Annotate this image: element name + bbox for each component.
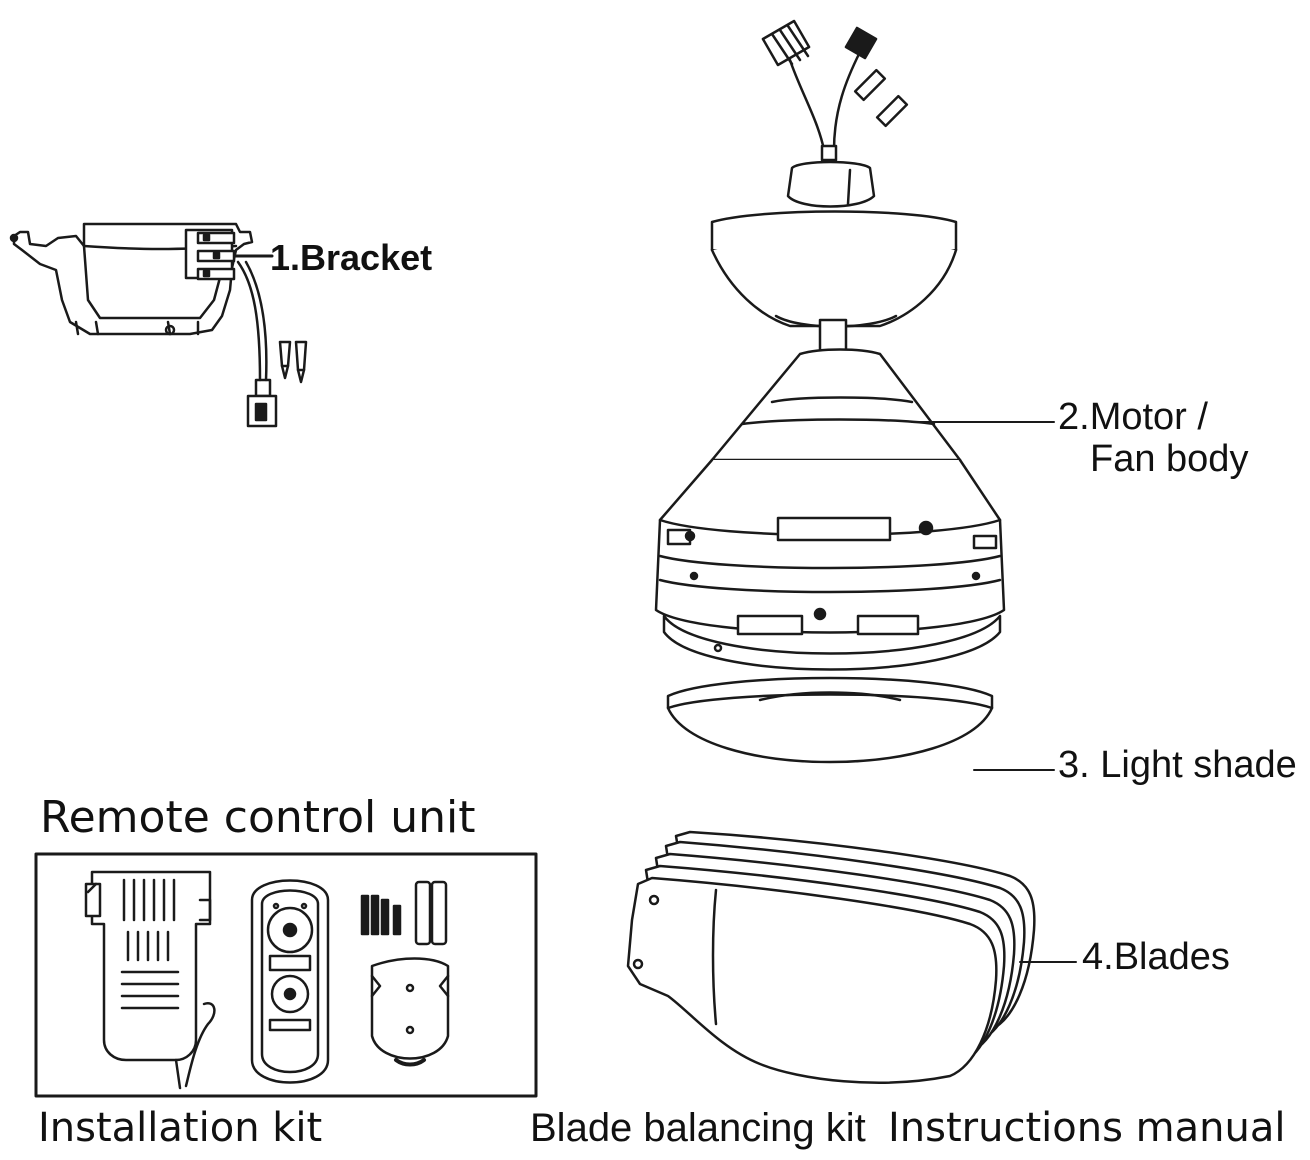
remote-control-unit-illustration [36,854,536,1096]
label-bracket: 1.Bracket [270,237,433,278]
label-remote-control-unit: Remote control unit [40,792,476,843]
bracket-illustration [11,224,306,426]
blades-illustration [628,832,1076,1083]
label-blades: 4.Blades [1082,936,1230,978]
label-instructions-manual: Instructions manual [888,1105,1286,1151]
label-fan-body: Fan body [1090,438,1249,480]
label-installation-kit: Installation kit [38,1105,323,1151]
label-blade-balancing-kit: Blade balancing kit [530,1106,866,1150]
light-shade-illustration [668,678,1054,770]
label-light-shade: 3. Light shade [1058,744,1297,786]
motor-fan-body-illustration [656,21,1054,669]
label-motor: 2.Motor / [1058,396,1208,438]
